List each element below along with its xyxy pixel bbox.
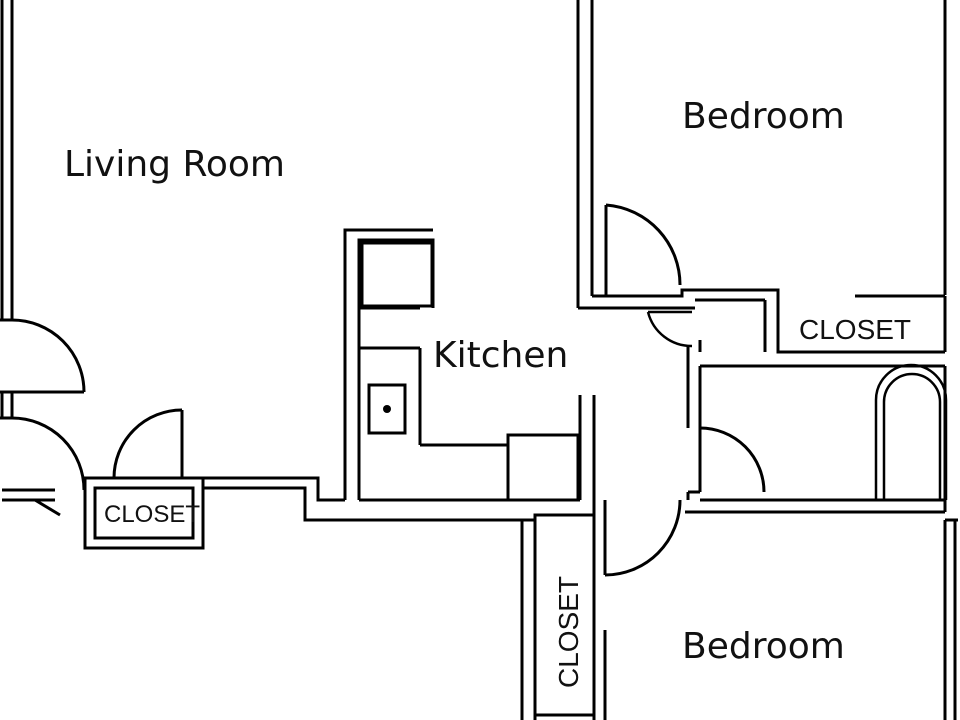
entry-closet-walls — [83, 476, 205, 550]
bottom-bedroom-door — [603, 499, 682, 577]
entry-closet-door — [112, 408, 184, 479]
living-room-left-wall — [0, 0, 55, 502]
closet-door-small — [646, 310, 693, 348]
bathtub-icon — [874, 363, 948, 500]
bedroom-closet-label: CLOSET — [799, 314, 911, 345]
central-partition-wall — [576, 0, 606, 515]
kitchen-cooktop-icon — [360, 241, 434, 308]
right-exterior-wall — [855, 0, 958, 720]
kitchen-counter — [343, 228, 580, 502]
kitchen-label: Kitchen — [433, 335, 568, 376]
living-room-label: Living Room — [64, 144, 285, 185]
bathroom-walls — [685, 492, 945, 514]
hall-walls — [606, 288, 945, 428]
corridor-wall — [203, 476, 535, 522]
hall-closet-label: CLOSET — [553, 576, 584, 688]
living-room-door-upper — [0, 318, 86, 394]
kitchen-sink-icon — [367, 383, 407, 435]
bedroom-top-label: Bedroom — [682, 96, 845, 137]
bathroom-door — [688, 426, 766, 494]
living-room-door-lower — [0, 416, 86, 517]
entry-closet-label: CLOSET — [104, 501, 200, 528]
top-bedroom-door — [604, 203, 682, 296]
bedroom-bottom-label: Bedroom — [682, 626, 845, 667]
